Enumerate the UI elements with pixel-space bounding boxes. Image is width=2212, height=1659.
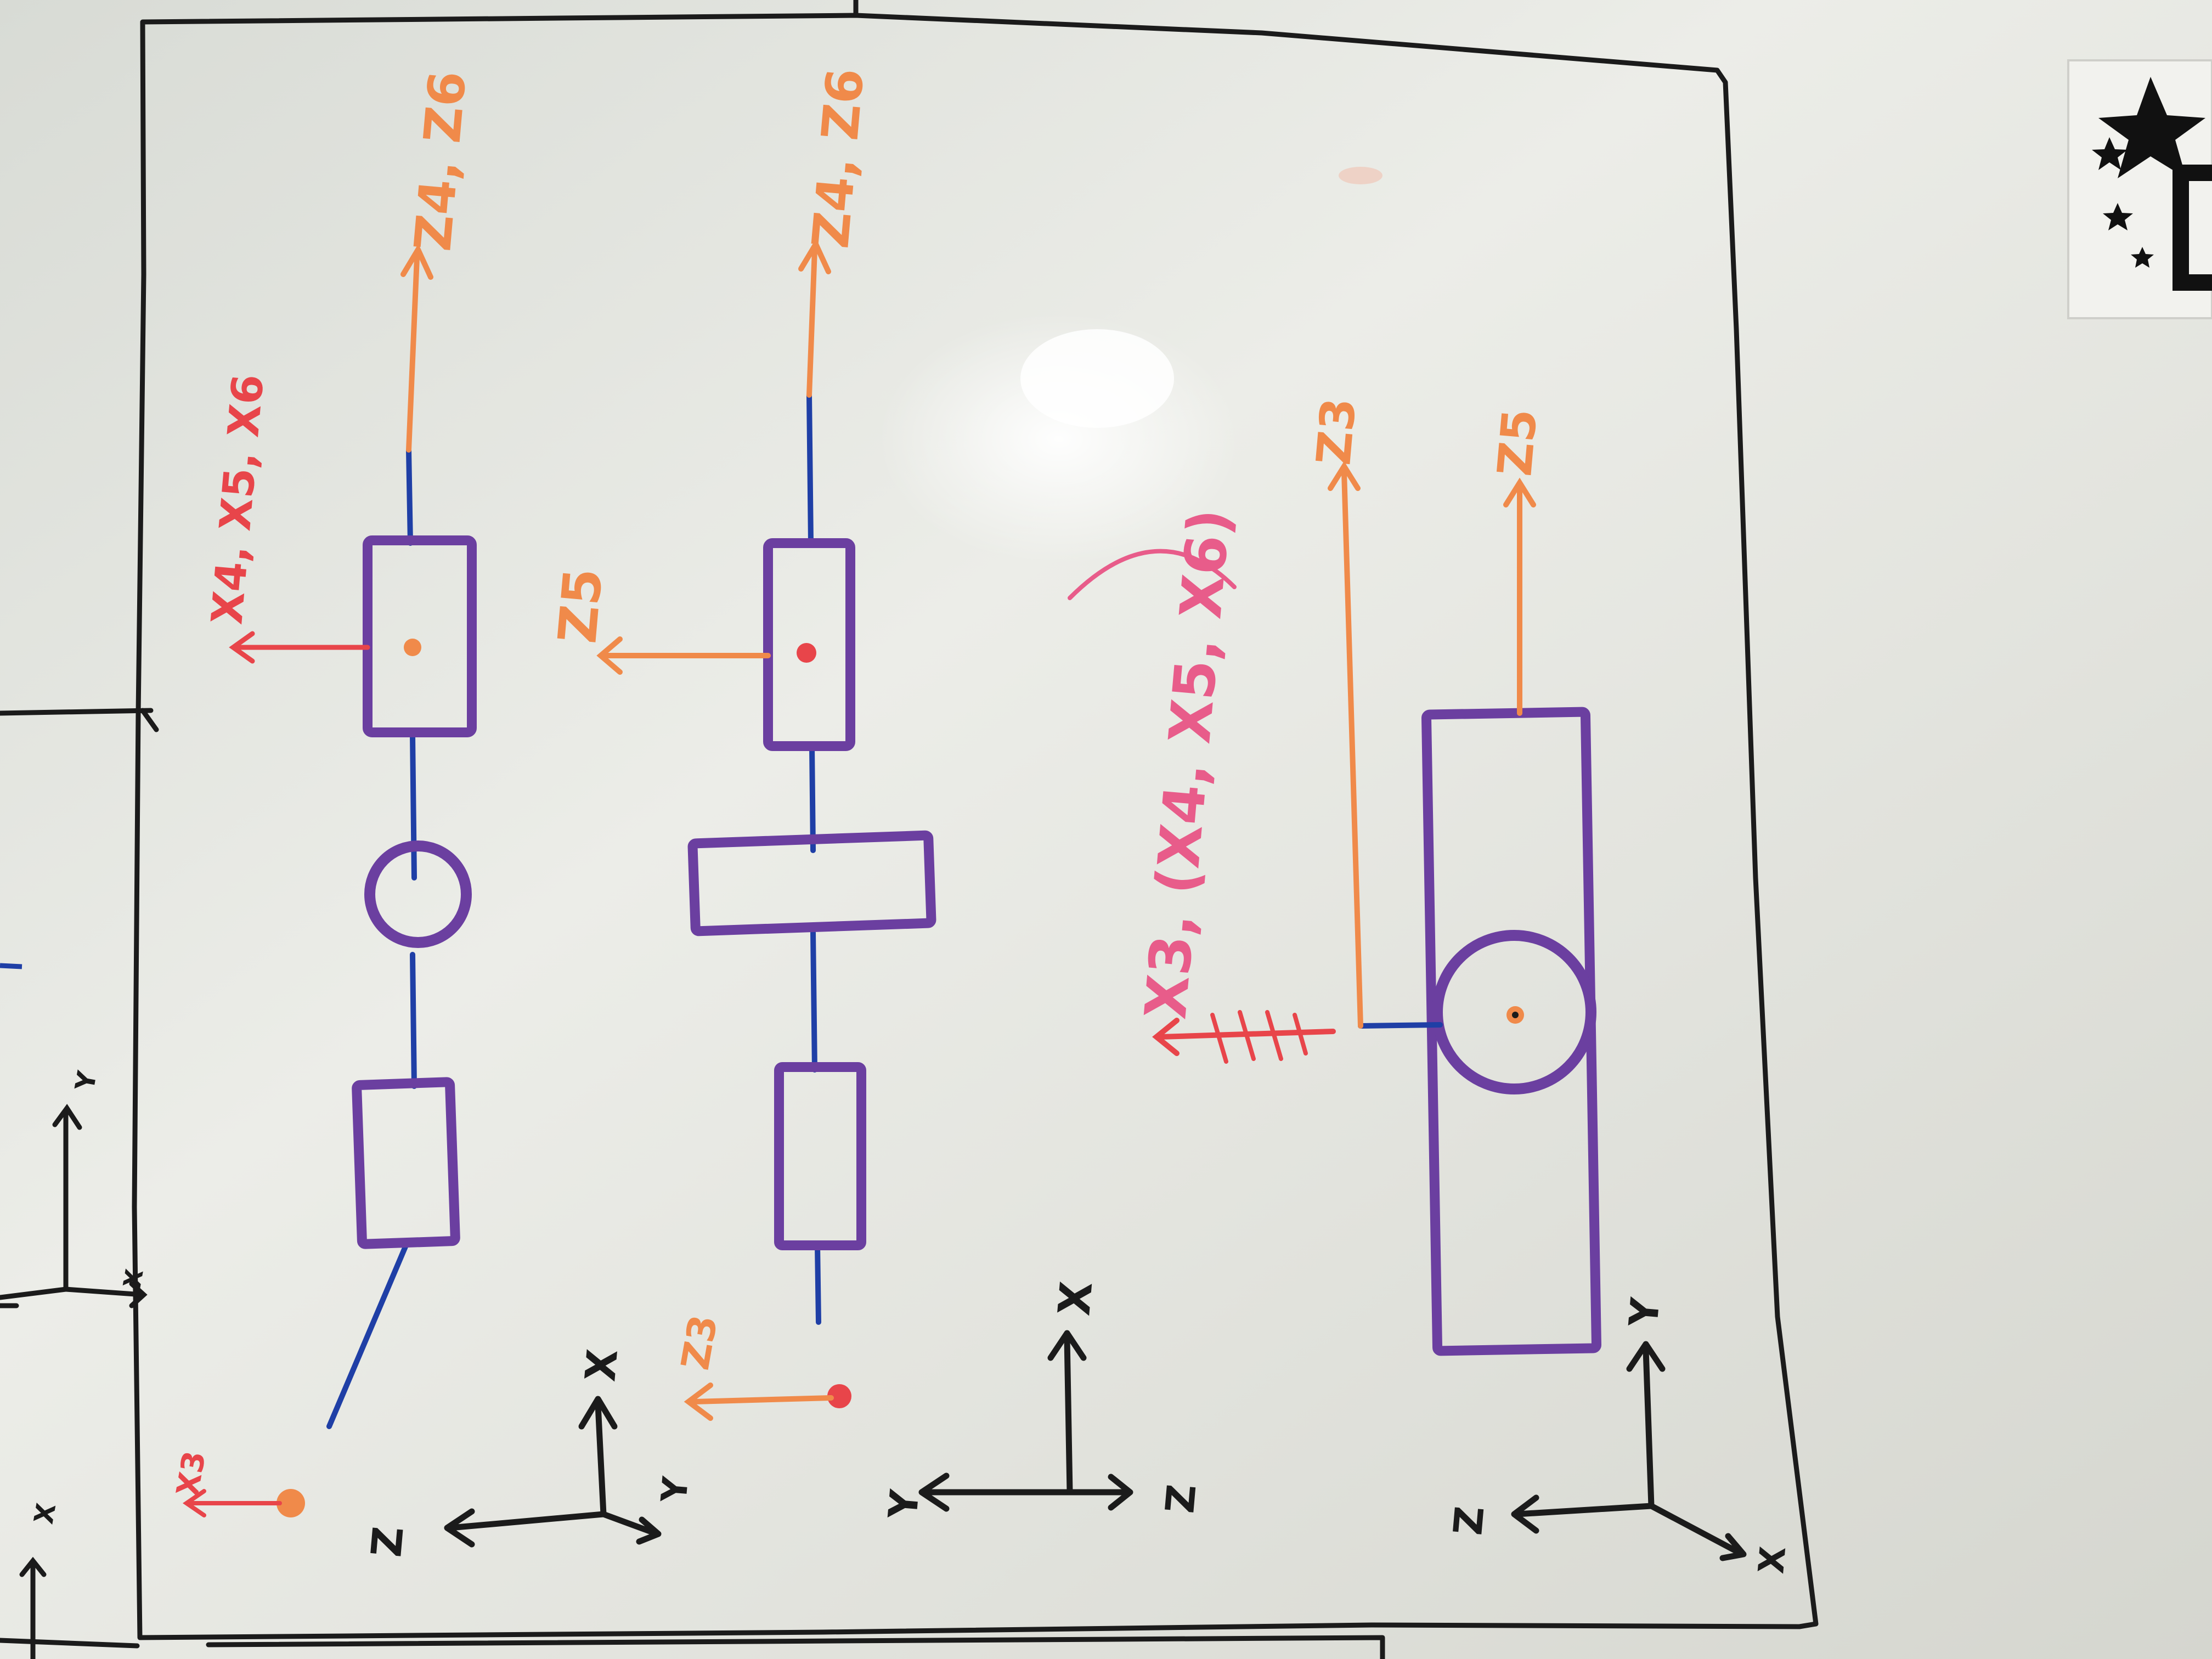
x-axis-dot-red bbox=[797, 643, 816, 663]
blue-line-fragment bbox=[0, 963, 22, 969]
marker-smudge bbox=[1339, 167, 1383, 184]
base-block-2 bbox=[774, 1062, 866, 1250]
axis-label-z-2: Z bbox=[1156, 1482, 1205, 1515]
joint-chain-2 bbox=[596, 238, 936, 1421]
drawing-frame bbox=[0, 0, 1819, 1659]
axes-left-partial bbox=[0, 1104, 148, 1659]
axis-label-y-1: Y bbox=[654, 1475, 697, 1504]
axes-triad-1 bbox=[444, 1396, 662, 1548]
axis-label-y-3: Y bbox=[1620, 1295, 1668, 1329]
joint-chain-3 bbox=[1068, 461, 1601, 1356]
label-z3-bottom: Z3 bbox=[673, 1312, 726, 1373]
axes-triad-2 bbox=[918, 1330, 1133, 1512]
base-block-1 bbox=[352, 1077, 460, 1249]
axis-label-y-2: Y bbox=[879, 1487, 928, 1521]
prismatic-joint-block bbox=[363, 535, 477, 737]
wide-link-block bbox=[687, 830, 936, 936]
axis-label-z-3: Z bbox=[1444, 1504, 1493, 1537]
axis-label-z-1: Z bbox=[362, 1525, 413, 1559]
axes-triad-3 bbox=[1511, 1341, 1747, 1561]
axis-label-x-1: X bbox=[575, 1347, 627, 1383]
prismatic-joint-block-2 bbox=[763, 538, 855, 751]
label-z5-middle: Z5 bbox=[546, 566, 614, 646]
revolute-joint-circle bbox=[364, 840, 472, 948]
z-axis-dot-orange bbox=[404, 639, 421, 656]
joint-chain-1 bbox=[182, 244, 477, 1517]
axis-label-x-2: X bbox=[1048, 1279, 1102, 1318]
axis-label-x-3: X bbox=[1751, 1545, 1794, 1576]
label-z3-right: Z3 bbox=[1306, 396, 1367, 467]
sticker-logo bbox=[2067, 59, 2212, 319]
revolute-joint-large bbox=[1432, 930, 1596, 1094]
label-z5-right: Z5 bbox=[1487, 407, 1548, 478]
label-x3-bottom: X3 bbox=[170, 1448, 213, 1499]
